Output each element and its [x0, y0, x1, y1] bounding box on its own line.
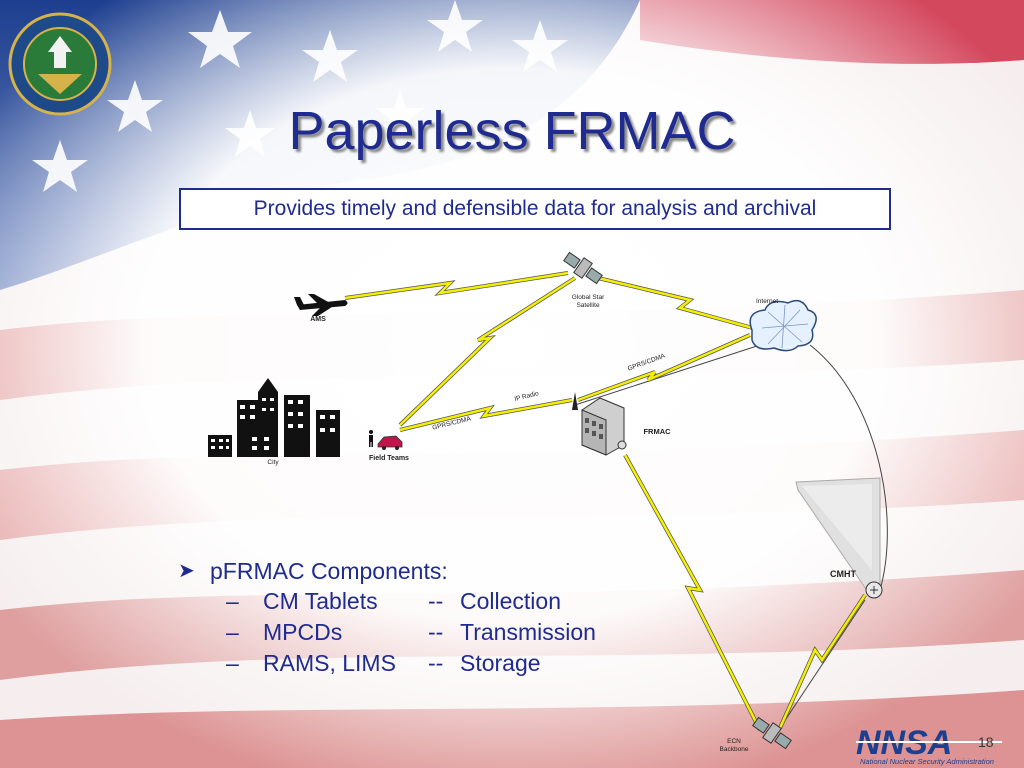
component-item: – RAMS, LIMS -- Storage — [178, 648, 541, 679]
label-field-teams: Field Teams — [369, 455, 409, 462]
link-satellite-internet — [597, 276, 761, 332]
doe-seal-logo — [8, 12, 112, 116]
link-frmac-internet — [577, 333, 751, 402]
link-frmac-ecn — [623, 454, 762, 731]
label-frmac: FRMAC — [643, 427, 671, 436]
label-cmht: CMHT — [830, 569, 856, 579]
label-ip-radio: IP Radio — [514, 390, 540, 403]
component-role: Collection — [460, 588, 561, 614]
link-ams-satellite — [344, 271, 569, 300]
link-field-satellite — [398, 276, 577, 427]
component-name: CM Tablets — [263, 588, 378, 614]
satellite-icon — [563, 251, 603, 285]
line-internet-frmac — [574, 344, 761, 406]
component-separator: -- — [428, 650, 444, 676]
label-city: City — [267, 459, 279, 466]
label-line: Satellite — [576, 302, 600, 309]
city-windows — [211, 398, 335, 450]
label-line: Global Star — [572, 294, 605, 301]
bullet-arrow-icon: ➤ — [178, 560, 195, 582]
cmht-state-map-icon — [795, 477, 883, 599]
subtitle-text: Provides timely and defensible data for … — [253, 197, 817, 220]
frmac-building-icon — [572, 392, 627, 456]
internet-cloud-icon — [749, 299, 817, 352]
component-role: Storage — [460, 650, 541, 676]
nnsa-tagline: National Nuclear Security Administration — [860, 757, 994, 766]
components-heading-row: ➤ pFRMAC Components: — [178, 556, 448, 586]
component-name: MPCDs — [263, 619, 343, 645]
field-team-vehicle-icon — [377, 435, 403, 450]
component-name: RAMS, LIMS — [263, 650, 396, 676]
components-list: ➤ pFRMAC Components: – CM Tablets -- Col… — [178, 556, 596, 679]
link-ecn-cmht — [778, 593, 867, 729]
component-separator: -- — [428, 588, 444, 614]
ecn-satellite-icon — [752, 716, 792, 750]
label-line: ECN — [727, 738, 741, 745]
dash-bullet: – — [226, 588, 239, 614]
dash-bullet: – — [226, 650, 239, 676]
page-number: 18 — [978, 734, 994, 750]
label-gprs-top: GPRS/CDMA — [627, 352, 667, 372]
nnsa-logo: NNSA National Nuclear Security Administr… — [856, 724, 1002, 766]
subtitle-box: Provides timely and defensible data for … — [179, 188, 891, 230]
components-heading: pFRMAC Components: — [210, 558, 448, 584]
label-ams: AMS — [310, 316, 326, 323]
component-item: – CM Tablets -- Collection — [178, 586, 561, 617]
dash-bullet: – — [226, 619, 239, 645]
airplane-icon — [294, 294, 348, 316]
label-internet: Internet — [756, 298, 778, 305]
component-role: Transmission — [460, 619, 596, 645]
line-internet-cmht — [809, 344, 888, 591]
component-item: – MPCDs -- Transmission — [178, 617, 596, 648]
component-separator: -- — [428, 619, 444, 645]
link-field-frmac — [399, 398, 573, 432]
line-cmht-ecn — [779, 599, 866, 729]
label-line: Backbone — [720, 746, 749, 753]
slide-title: Paperless FRMAC — [288, 101, 736, 161]
field-team-person-icon — [369, 430, 373, 447]
